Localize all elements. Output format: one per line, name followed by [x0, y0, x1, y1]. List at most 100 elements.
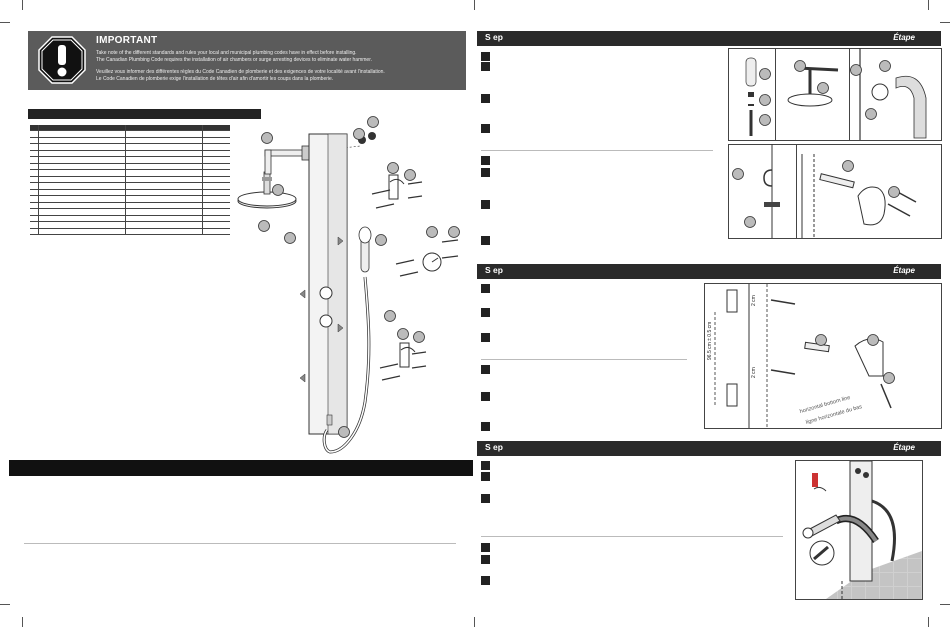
step-header-2: S ep Étape [477, 264, 941, 279]
important-line: Take note of the different standards and… [96, 50, 357, 56]
crop-mark [22, 0, 23, 10]
callout-circle [888, 186, 900, 198]
step3-illustration [795, 460, 923, 600]
callout-circle [817, 82, 829, 94]
crop-mark [474, 0, 475, 10]
step-label: S ep [485, 442, 503, 452]
important-line: The Canadian Plumbing Code requires the … [96, 57, 372, 63]
table-row [30, 228, 230, 235]
step-bullet [481, 52, 490, 61]
table-row [30, 137, 230, 144]
step-bullet [481, 543, 490, 552]
step-label: S ep [485, 32, 503, 42]
small-dimension-label: 2 cm [751, 367, 757, 378]
small-dimension-label: 2 cm [751, 295, 757, 306]
table-row [30, 163, 230, 170]
callout-circle [744, 216, 756, 228]
table-row [30, 202, 230, 209]
step-bullet [481, 168, 490, 177]
table-row [30, 215, 230, 222]
callout-circle [794, 60, 806, 72]
exploded-parts-diagram [237, 116, 460, 454]
table-row [30, 182, 230, 190]
callout-circle [404, 169, 416, 181]
step2-illustration: 96.5 cm ± 0.5 cm 2 cm 2 cm horizontal bo… [704, 283, 942, 429]
important-line: Veuillez vous informer des différentes r… [96, 69, 385, 75]
callout-circle [842, 160, 854, 172]
table-row [30, 156, 230, 164]
step-bullet [481, 461, 490, 470]
step-bullet [481, 236, 490, 245]
callout-circle [759, 68, 771, 80]
callout-circle [867, 334, 879, 346]
warning-octagon-icon [38, 36, 86, 84]
step-bullet [481, 555, 490, 564]
callout-circle [448, 226, 460, 238]
important-notice: IMPORTANT Take note of the different sta… [28, 31, 466, 90]
callout-circle [850, 64, 862, 76]
dimension-label: 96.5 cm ± 0.5 cm [707, 321, 713, 360]
table-row [30, 130, 230, 138]
table-row [30, 125, 230, 131]
step-bullet [481, 124, 490, 133]
crop-mark [22, 617, 23, 627]
important-line: Le Code Canadien de plomberie exige l'in… [96, 76, 334, 82]
callout-circle [272, 184, 284, 196]
callout-circle [732, 168, 744, 180]
parts-table [30, 125, 230, 235]
table-row [30, 150, 230, 157]
crop-mark [940, 604, 950, 605]
step-bullet [481, 494, 490, 503]
table-row [30, 195, 230, 203]
step-bullet [481, 94, 490, 103]
step-header-3: S ep Étape [477, 441, 941, 456]
parts-list-header-bar [28, 109, 261, 119]
callout-circle [258, 220, 270, 232]
callout-circle [883, 372, 895, 384]
step1-illustration [728, 48, 942, 239]
callout-circle [375, 234, 387, 246]
table-row [30, 143, 230, 151]
divider [481, 150, 713, 151]
callout-circle [759, 94, 771, 106]
crop-mark [474, 617, 475, 627]
step-label-fr: Étape [893, 33, 915, 42]
step-bullet [481, 576, 490, 585]
callout-circle [353, 128, 365, 140]
callout-circle [397, 328, 409, 340]
divider [24, 543, 456, 544]
step-bullet [481, 472, 490, 481]
step-header-1: S ep Étape [477, 31, 941, 46]
step-label: S ep [485, 265, 503, 275]
callout-circle [338, 426, 350, 438]
crop-mark [940, 22, 950, 23]
step-bullet [481, 365, 490, 374]
table-row [30, 189, 230, 196]
table-row [30, 169, 230, 177]
crop-mark [0, 22, 10, 23]
divider [481, 536, 783, 537]
crop-mark [928, 0, 929, 10]
callout-circle [384, 310, 396, 322]
step-label-fr: Étape [893, 443, 915, 452]
step-bullet [481, 422, 490, 431]
step-bullet [481, 156, 490, 165]
section-header-bar [9, 460, 473, 476]
step-bullet [481, 333, 490, 342]
callout-circle [261, 132, 273, 144]
table-row [30, 176, 230, 183]
table-row [30, 221, 230, 229]
callout-circle [426, 226, 438, 238]
step-label-fr: Étape [893, 266, 915, 275]
step-bullet [481, 392, 490, 401]
step-bullet [481, 308, 490, 317]
table-row [30, 208, 230, 216]
callout-circle [413, 331, 425, 343]
step-bullet [481, 200, 490, 209]
step-bullet [481, 62, 490, 71]
divider [481, 359, 687, 360]
step-bullet [481, 284, 490, 293]
crop-mark [928, 617, 929, 627]
callout-circle [387, 162, 399, 174]
callout-circle [879, 60, 891, 72]
